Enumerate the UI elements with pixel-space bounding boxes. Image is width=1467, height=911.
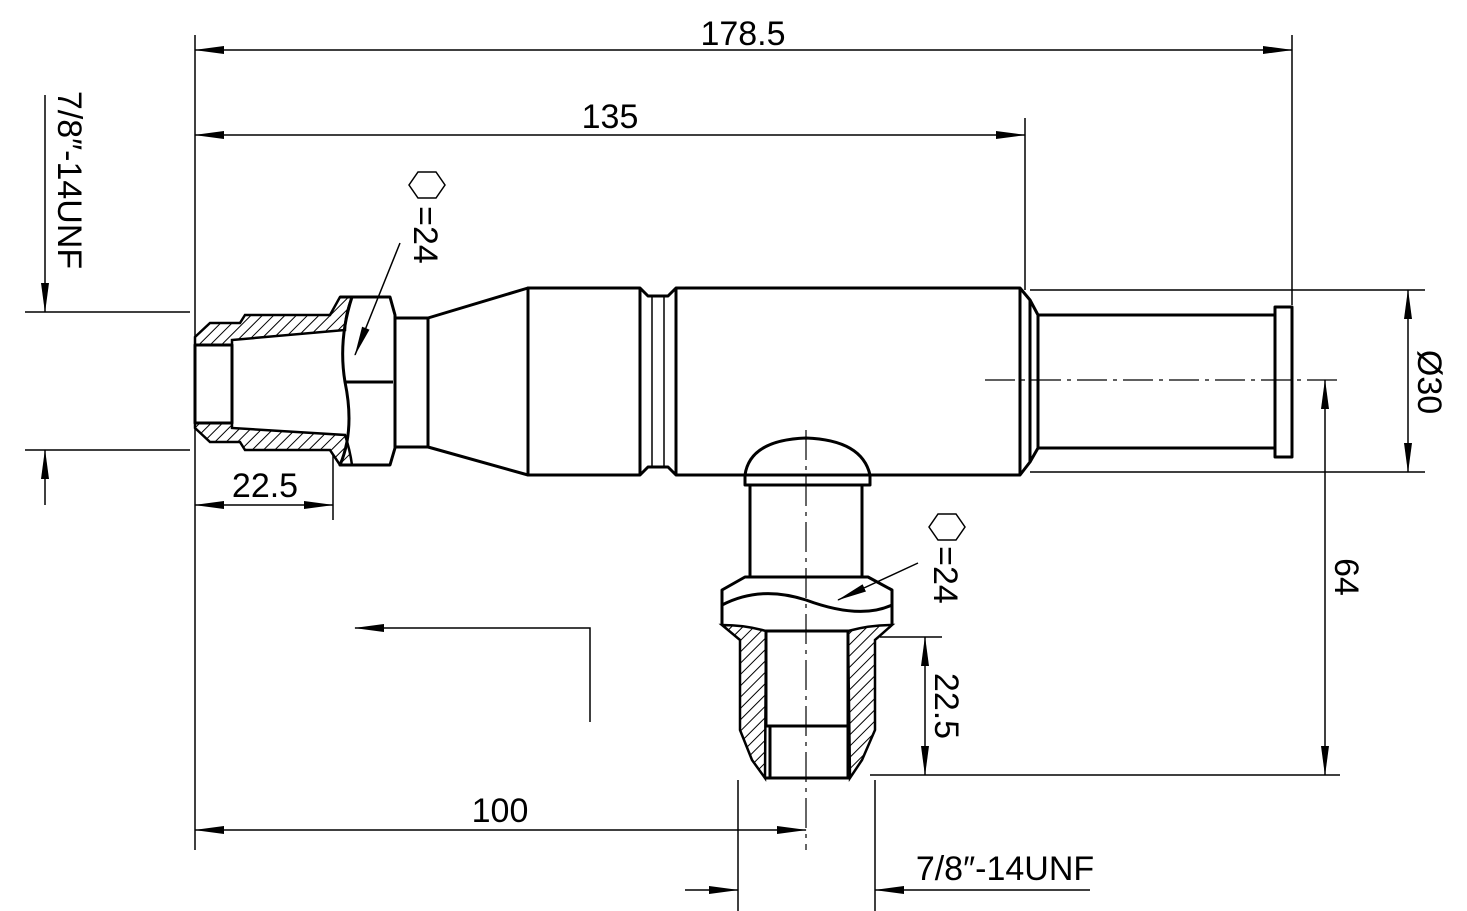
dim-left-thread: 7/8″-14UNF	[25, 91, 190, 505]
dim-label-left-thread: 7/8″-14UNF	[50, 91, 88, 269]
dim-bottom-thread: 7/8″-14UNF	[685, 780, 1094, 911]
dim-bottom-thread-length: 22.5	[880, 636, 965, 776]
knurled-cap	[1273, 305, 1294, 459]
hex-label-bottom: =24	[837, 513, 966, 604]
hex-label-left: =24	[354, 171, 446, 356]
dim-label-bottom-thread: 7/8″-14UNF	[916, 850, 1094, 888]
dim-branch-height: 64	[870, 379, 1365, 776]
hex-size-bottom: =24	[926, 546, 964, 604]
dim-stem-diameter: Ø30	[1030, 289, 1448, 473]
dim-label-100: 100	[472, 792, 529, 830]
bottom-fitting	[718, 436, 896, 783]
dim-label-135: 135	[582, 98, 639, 136]
dim-label-diameter-30: Ø30	[1410, 350, 1448, 414]
dim-label-178-5: 178.5	[700, 15, 785, 53]
main-body	[526, 286, 1277, 477]
dim-label-64: 64	[1327, 558, 1365, 596]
dim-branch-offset: 100	[194, 792, 807, 834]
dim-overall-length: 178.5	[194, 15, 1293, 850]
dim-label-22-5-bottom: 22.5	[927, 673, 965, 739]
flow-direction-arrow	[354, 624, 591, 722]
left-fitting	[193, 286, 529, 477]
hex-size-left: =24	[406, 206, 444, 264]
dim-label-22-5-left: 22.5	[232, 467, 298, 505]
dim-left-thread-length: 22.5	[194, 455, 334, 520]
hexagon-icon	[928, 513, 966, 541]
dim-body-length: 135	[194, 98, 1026, 290]
hexagon-icon	[408, 171, 446, 199]
